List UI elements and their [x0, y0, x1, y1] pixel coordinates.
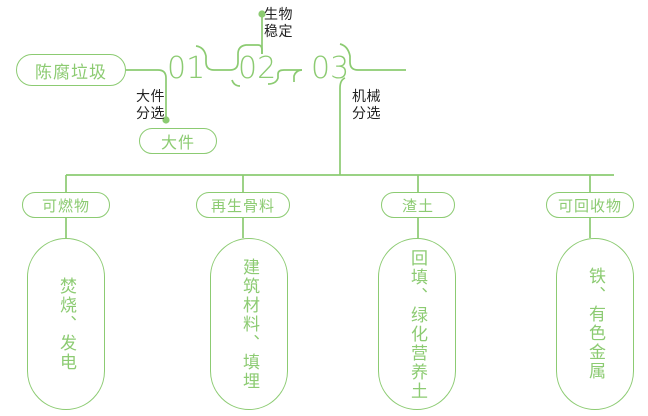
stage-note-02: 生物 稳定 — [264, 6, 293, 39]
stage-number-01[interactable]: 01 — [167, 51, 206, 86]
outcome-text-combustible: 焚烧、发电 — [57, 276, 76, 372]
source-pill[interactable]: 陈腐垃圾 — [16, 54, 126, 86]
line-03-right-stub — [349, 61, 406, 71]
outcome-box-recyclable[interactable]: 铁、有色金属 — [556, 238, 634, 410]
arc-02-left-up — [229, 54, 239, 71]
stage-note-01: 大件 分选 — [136, 88, 165, 121]
outcome-text-slag-soil: 回填、绿化营养土 — [408, 249, 427, 401]
outcome-text-recyclable: 铁、有色金属 — [586, 267, 605, 381]
stage-number-03[interactable]: 03 — [311, 51, 350, 86]
stage-note-03: 机械 分选 — [352, 88, 381, 121]
outcome-box-slag-soil[interactable]: 回填、绿化营养土 — [378, 238, 456, 410]
outcome-box-aggregate[interactable]: 建筑材料、填埋 — [210, 238, 288, 410]
category-pill-aggregate[interactable]: 再生骨料 — [196, 192, 290, 218]
outcome-box-combustible[interactable]: 焚烧、发电 — [27, 238, 105, 410]
category-pill-combustible[interactable]: 可燃物 — [22, 192, 110, 218]
category-pill-slag-soil[interactable]: 渣土 — [381, 192, 455, 218]
hook-03-left — [293, 69, 303, 82]
bulky-output-pill[interactable]: 大件 — [139, 128, 217, 154]
stage-number-02[interactable]: 02 — [238, 51, 277, 86]
category-pill-recyclable[interactable]: 可回收物 — [546, 192, 634, 218]
outcome-text-aggregate: 建筑材料、填埋 — [240, 257, 259, 391]
trunk-03-down — [339, 77, 346, 175]
line-01-to-02 — [205, 61, 230, 71]
